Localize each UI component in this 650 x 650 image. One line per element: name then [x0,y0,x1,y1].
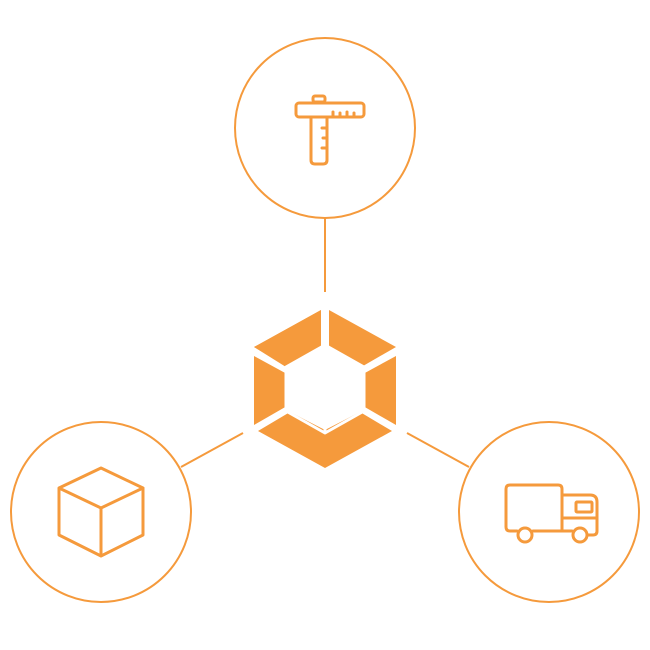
delivery-truck-icon [504,483,599,544]
center-node [254,310,396,468]
box-in-hexagon-icon [254,310,396,468]
connector-left [180,432,244,468]
node-design [234,37,416,219]
ruler-square-icon [294,94,366,166]
connectors [180,218,470,468]
node-delivery-circle [458,421,640,603]
cube-box-icon [57,466,145,558]
node-package-circle [10,421,192,603]
node-design-circle [234,37,416,219]
node-package [10,421,192,603]
connector-right [406,432,470,468]
node-delivery [458,421,640,603]
